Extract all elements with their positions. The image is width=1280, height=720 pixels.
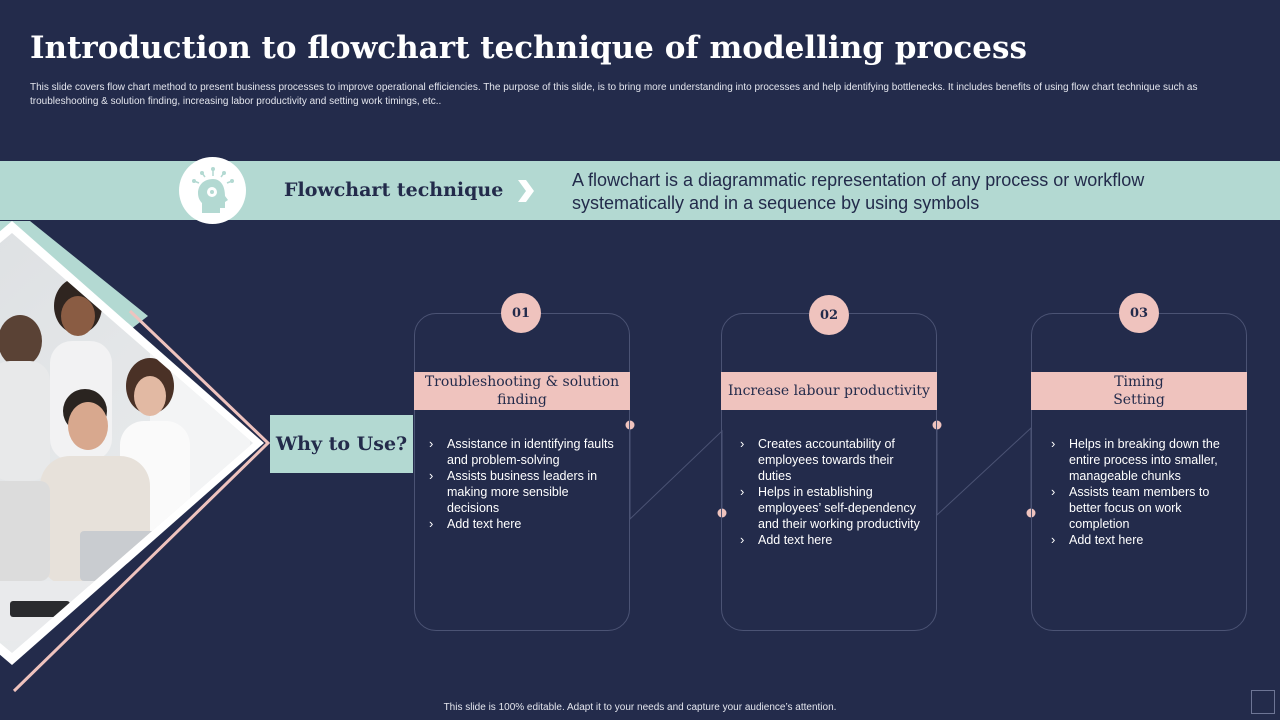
slide-title: Introduction to flowchart technique of m… xyxy=(30,30,1027,66)
list-item: Helps in breaking down the entire proces… xyxy=(1049,436,1234,484)
card-heading: Increase labour productivity xyxy=(721,372,937,410)
list-item: Helps in establishing employees’ self-de… xyxy=(738,484,923,532)
list-item: Assists team members to better focus on … xyxy=(1049,484,1234,532)
head-gear-icon xyxy=(191,166,234,213)
banner-icon-circle xyxy=(179,157,246,224)
chevron-right-icon xyxy=(518,180,534,202)
list-item: Assists business leaders in making more … xyxy=(427,468,617,516)
card-bullet-list: Assistance in identifying faults and pro… xyxy=(427,436,617,532)
pink-frame xyxy=(12,309,271,693)
banner-heading: Flowchart technique xyxy=(284,179,504,201)
why-to-use-label: Why to Use? xyxy=(270,415,413,473)
card-heading: Timing Setting xyxy=(1031,372,1247,410)
list-item: Add text here xyxy=(1049,532,1234,548)
card-heading: Troubleshooting & solution finding xyxy=(414,372,630,410)
list-item: Creates accountability of employees towa… xyxy=(738,436,923,484)
card-number-badge: 01 xyxy=(501,293,541,333)
banner-description: A flowchart is a diagrammatic representa… xyxy=(572,170,1145,213)
card-bullet-list: Creates accountability of employees towa… xyxy=(738,436,923,548)
card-bullet-list: Helps in breaking down the entire proces… xyxy=(1049,436,1234,548)
card-number-badge: 03 xyxy=(1119,293,1159,333)
card-number-badge: 02 xyxy=(809,295,849,335)
team-photo-diamond xyxy=(0,221,280,701)
slide-corner-box[interactable] xyxy=(1251,690,1275,714)
list-item: Assistance in identifying faults and pro… xyxy=(427,436,617,468)
slide-subtitle: This slide covers flow chart method to p… xyxy=(30,82,1198,107)
slide-footer: This slide is 100% editable. Adapt it to… xyxy=(443,702,837,713)
list-item: Add text here xyxy=(427,516,617,532)
list-item: Add text here xyxy=(738,532,923,548)
